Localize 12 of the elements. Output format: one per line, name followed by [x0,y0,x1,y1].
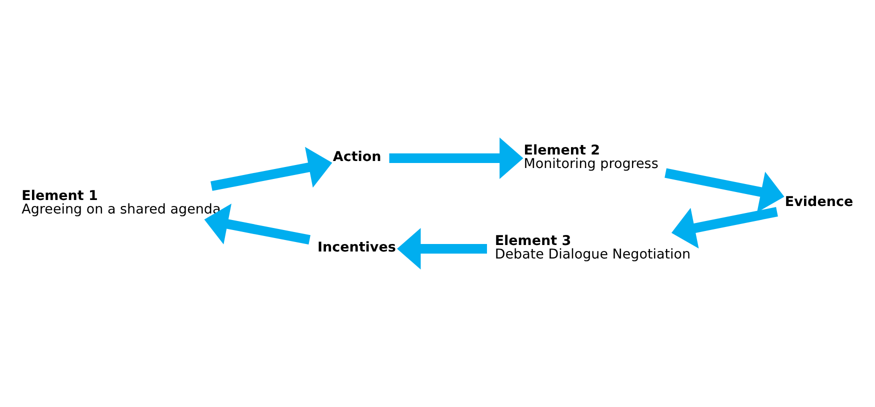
arrow [210,146,332,191]
arrow [397,228,487,270]
arrow [664,168,784,212]
node-text: Element 2 Monitoring progress [524,142,658,172]
node-text: Element 1 Agreeing on a shared agenda [22,188,221,218]
arrow [389,137,524,179]
node-text: Evidence [784,194,854,210]
node-text: Action [332,148,382,165]
node-text: Incentives [318,239,396,256]
arrow [204,204,310,245]
arrow [671,207,778,249]
node-text: Element 3 Debate Dialogue Negotiation [494,233,691,263]
